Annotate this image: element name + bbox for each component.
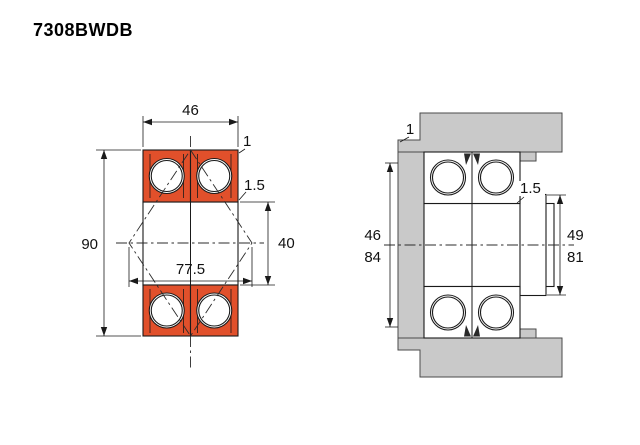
dim-outer-chamfer: 1 (238, 133, 251, 154)
housing-shoulder-lip (519, 151, 537, 162)
mounting-arrangement-view: 46 84 49 81 1 1.5 (364, 112, 584, 378)
dim-right-abutments: 49 81 (547, 194, 584, 296)
dim-outside-diameter-label: 90 (81, 236, 98, 253)
ball (150, 159, 183, 193)
ball (431, 161, 465, 194)
dim-bore-label: 40 (278, 235, 295, 252)
bearing-cross-section-view: 46 90 40 77.5 (81, 102, 295, 368)
dim-housing-fillet-label: 1 (406, 121, 414, 138)
ball (198, 159, 231, 193)
dim-shaft-abutment-left-label: 46 (364, 227, 381, 244)
upper-ring-half (142, 149, 239, 203)
dim-bore: 40 (240, 201, 295, 286)
ball (479, 161, 513, 194)
mounted-lower-half (423, 285, 521, 339)
dim-shaft-chamfer: 1.5 (516, 180, 545, 204)
centerlines (116, 136, 264, 368)
dim-inner-chamfer: 1.5 (238, 177, 265, 201)
lower-ring-half (142, 284, 239, 337)
ball (150, 294, 183, 327)
ball (431, 296, 465, 329)
dim-width: 46 (142, 102, 239, 147)
dim-load-center-label: 77.5 (176, 261, 205, 278)
label-backplate (517, 181, 545, 196)
ball (479, 296, 513, 329)
dim-left-abutments: 46 84 (364, 162, 398, 328)
dim-inner-chamfer-label: 1.5 (244, 177, 265, 194)
dim-housing-abutment-right-label: 81 (567, 249, 584, 266)
contact-angle-lines (128, 149, 253, 337)
counterbore-mark (464, 153, 471, 165)
housing-bottom (397, 337, 563, 378)
dim-outer-chamfer-label: 1 (243, 133, 251, 150)
dim-shaft-abutment-right-label: 49 (567, 227, 584, 244)
mounted-upper-half (423, 151, 521, 205)
dim-load-center: 77.5 (128, 247, 253, 287)
dim-housing-abutment-left-label: 84 (364, 249, 381, 266)
housing-shoulder-lip (519, 328, 537, 339)
dim-width-label: 46 (182, 102, 199, 119)
dim-housing-fillet: 1 (399, 121, 414, 143)
counterbore-mark (473, 325, 480, 337)
housing-top (397, 112, 563, 153)
counterbore-mark (473, 153, 480, 165)
dim-shaft-chamfer-label: 1.5 (520, 180, 541, 197)
page-title: 7308BWDB (33, 20, 133, 40)
ball (198, 294, 231, 327)
counterbore-mark (464, 325, 471, 337)
dim-outside-diameter: 90 (81, 149, 141, 337)
